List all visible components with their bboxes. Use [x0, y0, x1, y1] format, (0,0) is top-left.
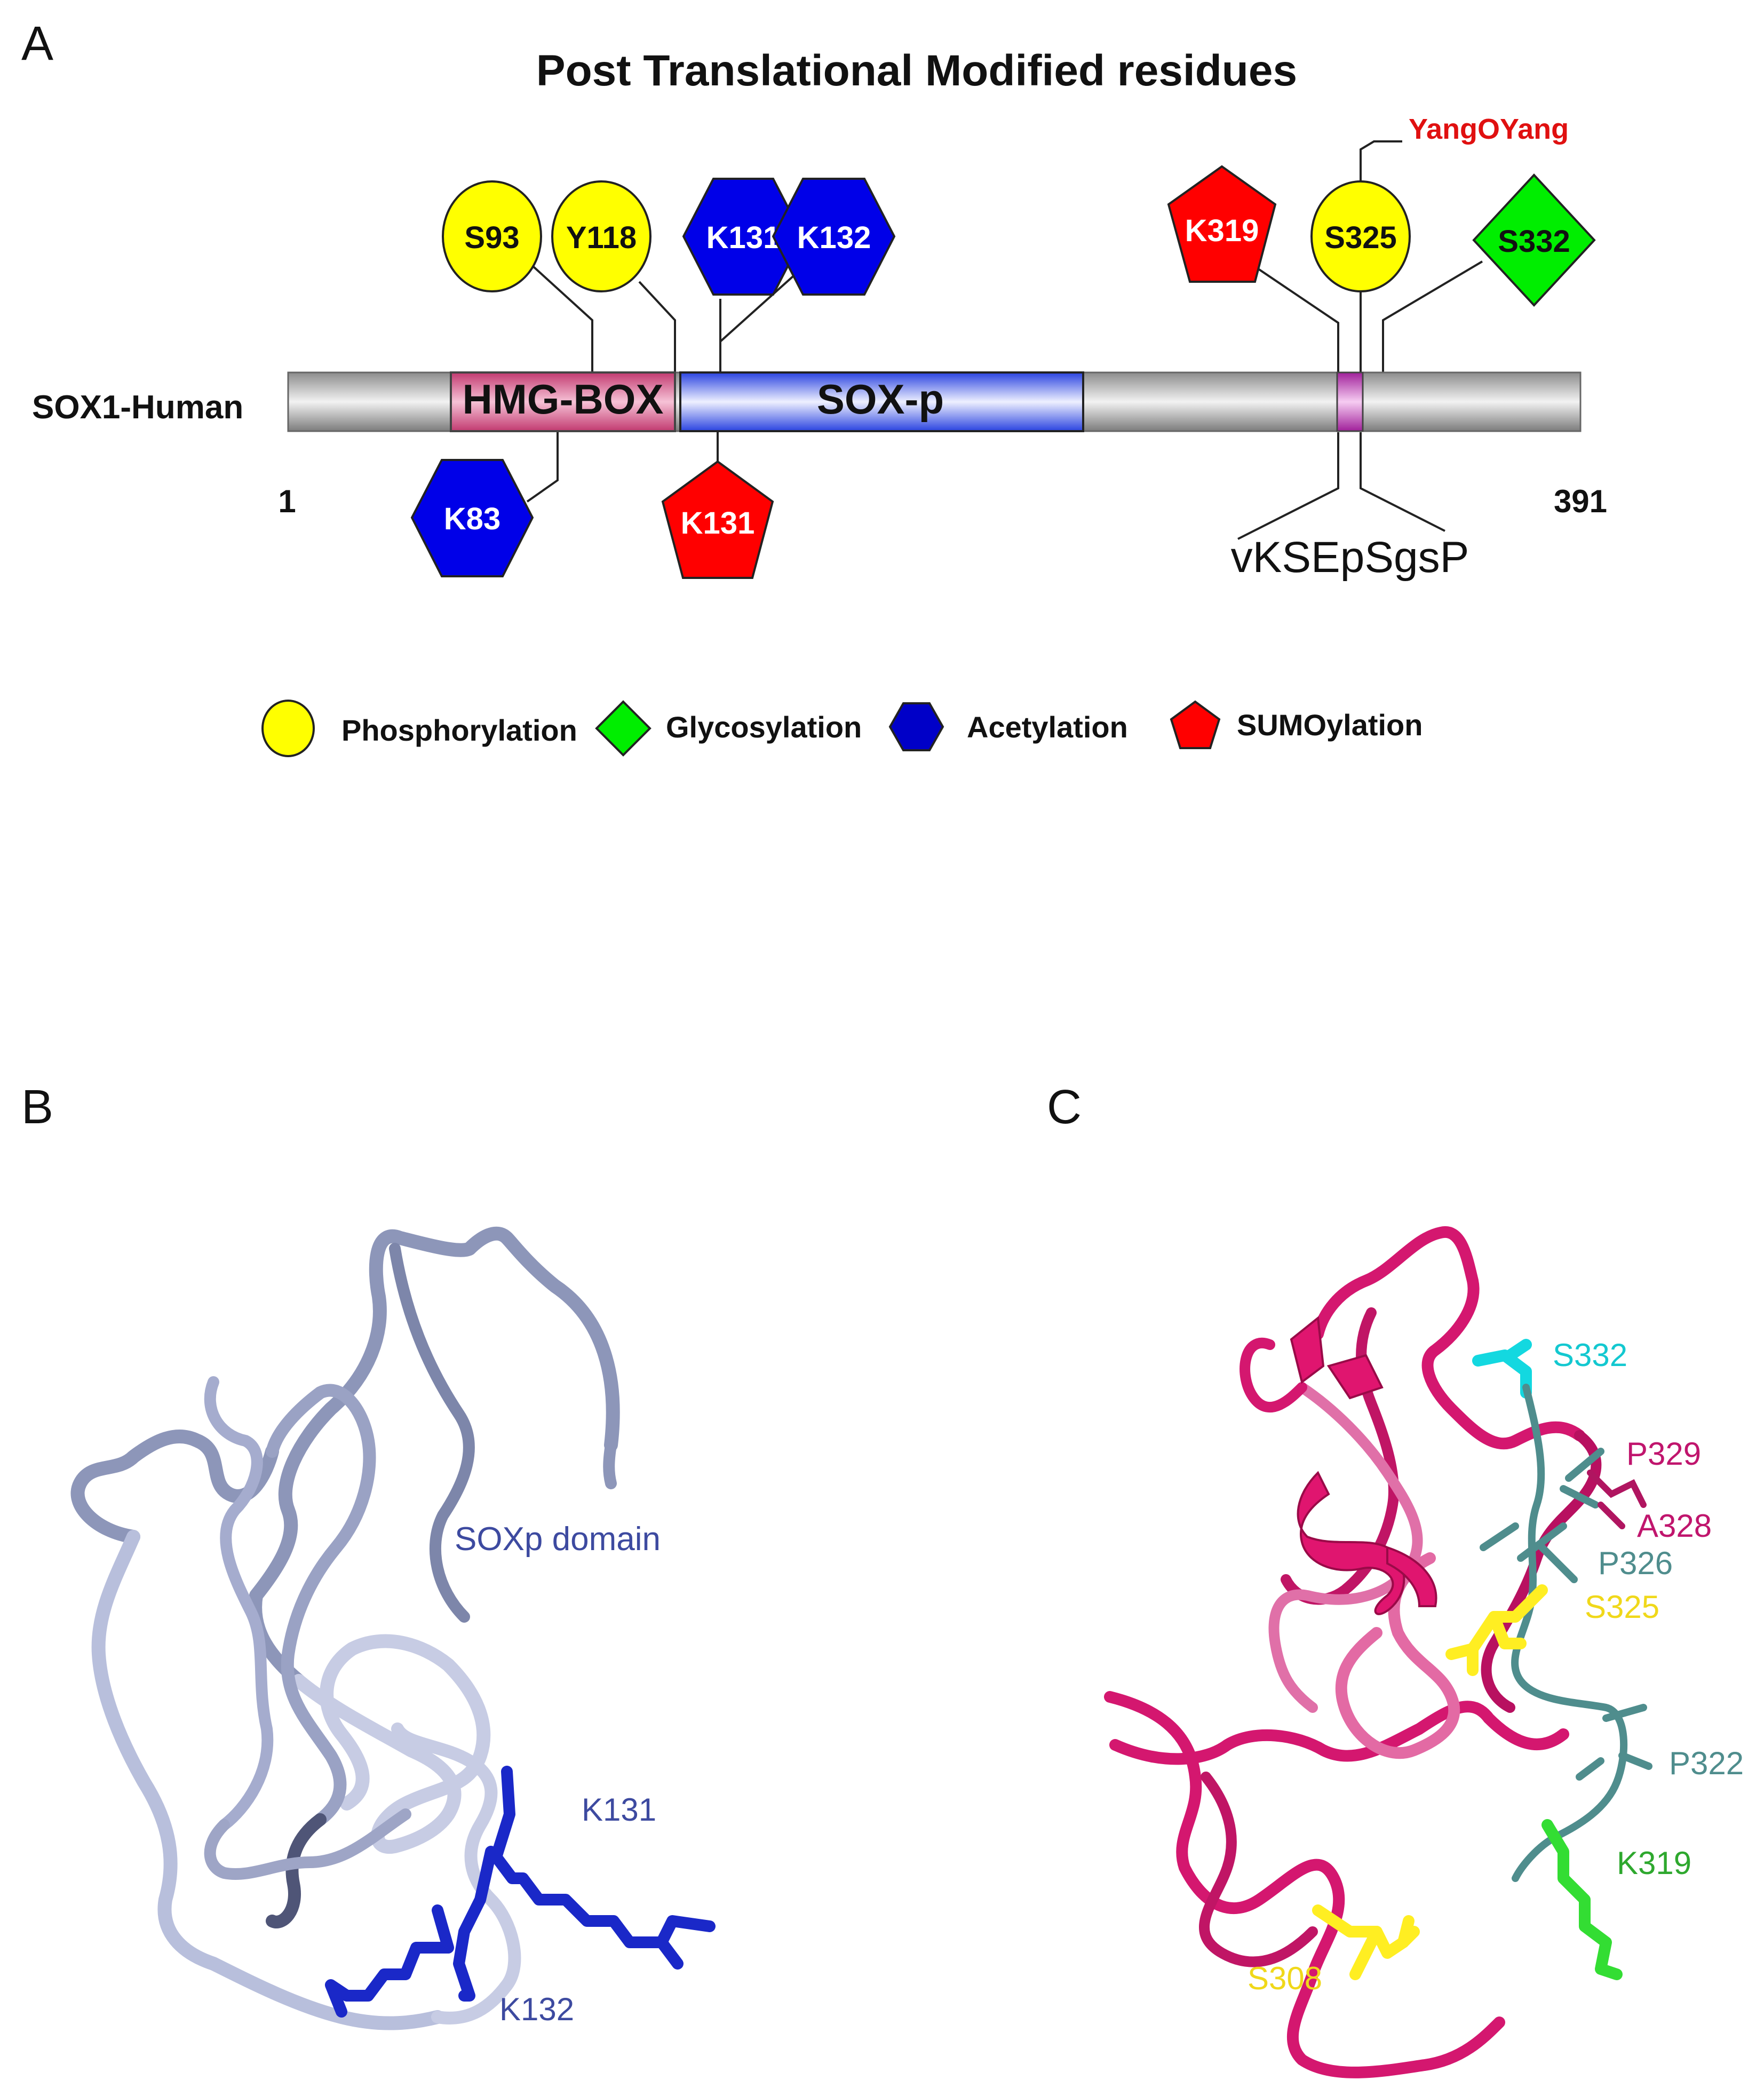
soxp-ribbon-structure: [70, 1226, 620, 2030]
acetylation-hexagon-icon: [410, 459, 534, 577]
sumoylation-pentagon-icon: [1167, 165, 1277, 283]
svg-text:K319: K319: [1185, 213, 1259, 248]
k132-label-b: K132: [499, 1991, 574, 2027]
acetylation-legend-icon: [888, 702, 944, 751]
svg-text:Y118: Y118: [566, 220, 637, 255]
sumoylation-legend-icon: [1170, 700, 1221, 749]
site-k319: K319: [1167, 165, 1277, 283]
k131-label-b: K131: [582, 1792, 656, 1828]
legend: Phosphorylation Glycosylation Acetylatio…: [261, 700, 1423, 757]
site-k131-top: K131: [682, 178, 805, 296]
glycosylation-legend-icon: [595, 700, 651, 757]
legend-sumoylation: SUMOylation: [1237, 708, 1423, 742]
ptm-motif-region: [1336, 371, 1364, 432]
sumoylation-pentagon-icon: [661, 460, 774, 579]
connector-lines: [526, 140, 1483, 540]
k319-label-c: K319: [1617, 1845, 1691, 1881]
phosphorylation-circle-icon: [1310, 180, 1411, 292]
p329-label-c: P329: [1626, 1436, 1701, 1472]
legend-glycosylation: Glycosylation: [666, 710, 862, 744]
svg-text:K131: K131: [681, 506, 755, 541]
site-s325: S325: [1310, 180, 1411, 292]
glyco-annotation: YangOYang: [1409, 113, 1569, 145]
sequence-start: 1: [278, 483, 296, 519]
hmg-box-label: HMG-BOX: [463, 376, 664, 423]
acetylation-hexagon-icon: [682, 178, 805, 296]
legend-acetylation: Acetylation: [967, 710, 1128, 744]
alpha-helix: [1290, 1316, 1437, 1615]
phosphorylation-circle-icon: [551, 180, 651, 292]
sox-p-domain: [679, 371, 1084, 432]
site-y118: Y118: [551, 180, 651, 292]
s308-label-c: S308: [1247, 1960, 1322, 1996]
phosphorylation-circle-icon: [442, 180, 542, 292]
s332-label-c: S332: [1553, 1337, 1627, 1373]
svg-text:K131: K131: [706, 220, 781, 255]
p322-label-c: P322: [1669, 1745, 1744, 1781]
a328-label-c: A328: [1637, 1508, 1712, 1544]
motif-sequence: vKSEpSgsP: [1231, 533, 1469, 582]
legend-phosphorylation: Phosphorylation: [341, 713, 577, 747]
soxp-domain-label: SOXp domain: [455, 1521, 661, 1558]
svg-text:S325: S325: [1324, 220, 1396, 255]
svg-text:S332: S332: [1498, 224, 1570, 259]
site-k132: K132: [772, 178, 896, 296]
teal-backbone-segment: [1480, 1384, 1652, 1882]
site-k131-bottom: K131: [661, 460, 774, 579]
s308-stick: [1312, 1904, 1420, 1980]
s332-stick: [1472, 1339, 1532, 1399]
site-s332: S332: [1472, 173, 1596, 307]
glycosylation-diamond-icon: [1472, 173, 1596, 307]
diagram-title: Post Translational Modified residues: [536, 46, 1297, 95]
acetylation-hexagon-icon: [772, 178, 896, 296]
sequence-end: 391: [1554, 483, 1607, 519]
site-s93: S93: [442, 180, 542, 292]
site-k83: K83: [410, 459, 534, 577]
phosphorylation-legend-icon: [261, 700, 315, 757]
svg-text:S93: S93: [464, 220, 519, 255]
pa-sticks: [1587, 1470, 1647, 1529]
panel-label-b: B: [21, 1081, 53, 1134]
panel-label-c: C: [1047, 1081, 1082, 1134]
panel-label-a: A: [21, 17, 53, 70]
sox-p-label: SOX-p: [817, 376, 944, 423]
svg-text:K132: K132: [797, 220, 871, 255]
hmg-box-domain: [450, 371, 676, 432]
lysine-sticks: [325, 1766, 716, 2018]
p326-label-c: P326: [1598, 1545, 1673, 1581]
s325-label-c: S325: [1585, 1589, 1659, 1625]
s325-stick: [1445, 1584, 1548, 1676]
protein-name: SOX1-Human: [32, 389, 243, 426]
k319-stick: [1541, 1819, 1623, 1980]
svg-text:K83: K83: [444, 502, 500, 536]
